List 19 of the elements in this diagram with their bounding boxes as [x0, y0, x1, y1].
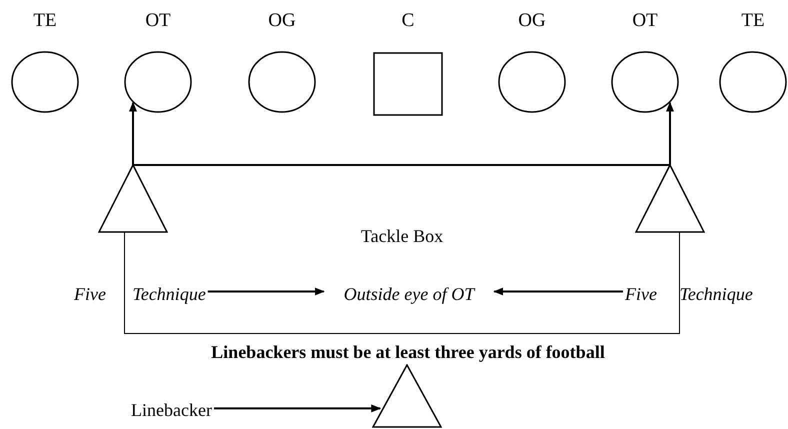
position-label: C	[400, 10, 416, 32]
alignment-label: Outside eye of OT	[344, 284, 474, 305]
box-title: Tackle Box	[360, 226, 444, 247]
arrow	[214, 404, 382, 412]
rule-note: Linebackers must be at least three yards of football	[211, 342, 605, 363]
position-label: TE	[740, 10, 766, 32]
arrow	[666, 102, 674, 165]
arrow	[208, 288, 325, 296]
technique-label: Five Technique	[625, 284, 753, 305]
arrow	[493, 288, 623, 296]
technique-label: Five Technique	[74, 284, 206, 305]
position-label: TE	[32, 10, 58, 32]
position-label: OT	[631, 10, 659, 32]
position-label: OT	[144, 10, 172, 32]
arrow	[129, 102, 137, 165]
position-label: OG	[267, 10, 297, 32]
connector-line	[133, 164, 670, 166]
position-label: OG	[517, 10, 547, 32]
position-label: Linebacker	[131, 400, 212, 421]
